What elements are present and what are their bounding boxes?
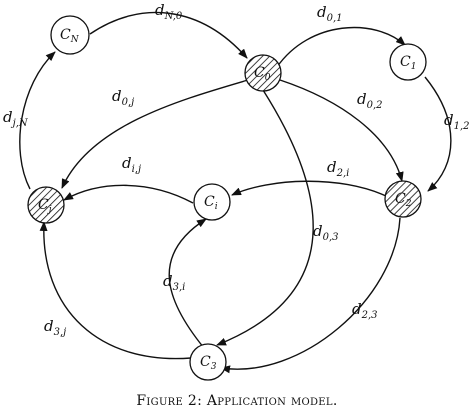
edge-c0-cj	[61, 79, 249, 189]
node-c1-label: C1	[400, 54, 416, 72]
node-c0: C0	[244, 54, 282, 92]
edge-label-d3i: d3,i	[163, 272, 185, 293]
node-cN-label: CN	[60, 27, 80, 45]
edge-label-dN0-sub: N,0	[164, 11, 183, 22]
node-c3: C3	[189, 343, 227, 381]
edge-c0-c2	[279, 79, 404, 182]
node-ci-label: Ci	[204, 194, 218, 212]
nodes: CN C0 C1 Cj Ci C2 C3	[27, 15, 427, 381]
node-c2: C2	[384, 180, 422, 218]
node-ci: Ci	[193, 183, 231, 221]
node-c0-sub: 0	[265, 73, 271, 83]
edge-label-djN-base: d	[3, 108, 13, 126]
edge-label-d3j-sub: 3,j	[54, 327, 67, 338]
node-c3-label: C3	[200, 354, 217, 372]
node-c1-base: C	[400, 54, 411, 70]
edge-c0-c3	[216, 89, 314, 346]
edge-label-d01-base: d	[317, 3, 327, 21]
node-cj-base: C	[38, 197, 49, 213]
edge-ci-cj	[63, 184, 194, 204]
edge-c0-c1	[276, 26, 406, 68]
edge-label-d03-sub: 0,3	[323, 232, 339, 243]
edge-c2-c3	[220, 217, 401, 374]
edge-label-d2i: d2,i	[327, 158, 349, 179]
edge-labels: dN,0 d0,1 d1,2 d0,j d0,2 dj,N di,j d2,i …	[3, 1, 470, 338]
edge-label-d0j-base: d	[112, 87, 122, 105]
node-cN-sub: N	[70, 35, 80, 45]
node-c3-circle	[189, 343, 227, 381]
edge-label-d23: d2,3	[352, 300, 378, 321]
node-ci-circle	[193, 183, 231, 221]
node-cj-label: Cj	[38, 197, 52, 215]
figure-caption: Figure 2: Application model.	[136, 393, 338, 409]
edge-label-d3i-sub: 3,i	[173, 282, 186, 293]
edge-label-d23-sub: 2,3	[361, 310, 378, 321]
edge-label-djN-sub: j,N	[11, 118, 29, 129]
edge-label-dij-base: d	[122, 154, 132, 172]
node-c2-circle	[384, 180, 422, 218]
edge-label-d12-base: d	[444, 111, 454, 129]
edge-c1-c2	[424, 76, 452, 192]
edge-label-d03: d0,3	[313, 222, 339, 243]
edges	[19, 11, 452, 374]
edge-label-d01: d0,1	[317, 3, 343, 24]
node-cN-base: C	[60, 27, 71, 43]
edge-label-d12: d1,2	[444, 111, 470, 132]
node-c3-sub: 3	[211, 362, 217, 372]
edge-label-d02: d0,2	[357, 90, 383, 111]
edge-label-d3i-base: d	[163, 272, 173, 290]
node-c2-base: C	[395, 191, 406, 207]
node-cj: Cj	[27, 186, 65, 224]
edge-label-d0j-sub: 0,j	[122, 97, 135, 108]
edge-label-dij: di,j	[122, 154, 141, 175]
node-c2-label: C2	[395, 191, 412, 209]
node-cN-circle	[50, 15, 90, 55]
edge-label-d12-sub: 1,2	[454, 121, 470, 132]
node-c1-circle	[389, 43, 427, 81]
node-ci-base: C	[204, 194, 215, 210]
edge-cj-cN	[19, 51, 56, 190]
edge-cN-c0	[89, 11, 248, 59]
node-c0-base: C	[254, 65, 265, 81]
edge-label-d2i-base: d	[327, 158, 337, 176]
application-model-diagram: dN,0 d0,1 d1,2 d0,j d0,2 dj,N di,j d2,i …	[3, 1, 470, 381]
node-c1-sub: 1	[411, 62, 417, 72]
edge-label-d02-base: d	[357, 90, 367, 108]
edge-c3-ci	[168, 218, 207, 349]
edge-label-d0j: d0,j	[112, 87, 134, 108]
node-c1: C1	[389, 43, 427, 81]
edge-label-d3j: d3,j	[44, 317, 66, 338]
node-c2-sub: 2	[405, 199, 412, 209]
node-cj-circle	[27, 186, 65, 224]
edge-c3-cj	[39, 221, 192, 360]
node-ci-sub: i	[215, 202, 218, 212]
edge-label-dN0: dN,0	[155, 1, 183, 22]
edge-label-dij-sub: i,j	[132, 164, 141, 175]
edge-label-d3j-base: d	[44, 317, 54, 335]
node-cj-sub: j	[47, 205, 52, 215]
node-c0-label: C0	[254, 65, 271, 83]
edge-label-d2i-sub: 2,i	[336, 168, 350, 179]
node-cN: CN	[50, 15, 90, 55]
edge-label-dN0-base: d	[155, 1, 165, 19]
node-c3-base: C	[200, 354, 211, 370]
edge-label-d01-sub: 0,1	[327, 13, 343, 24]
edge-label-d02-sub: 0,2	[367, 100, 383, 111]
edge-label-d23-base: d	[352, 300, 362, 318]
edge-label-d03-base: d	[313, 222, 323, 240]
node-c0-circle	[244, 54, 282, 92]
edge-label-djN: dj,N	[3, 108, 29, 129]
